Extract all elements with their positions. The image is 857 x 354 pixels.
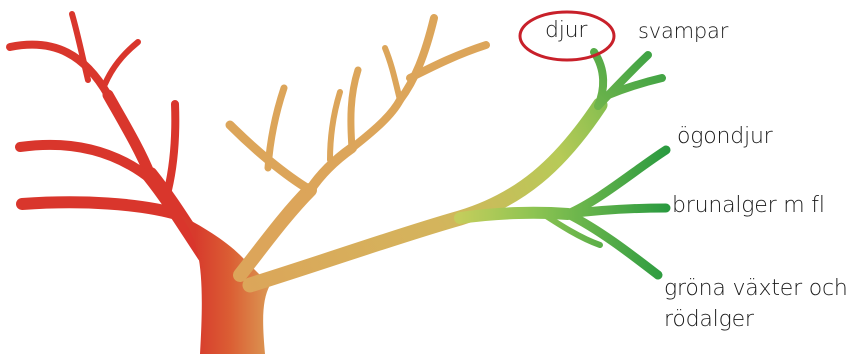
label-svampar: svampar	[638, 19, 729, 43]
upper-green-branches	[590, 48, 666, 110]
label-brunalger: brunalger m fl	[672, 193, 825, 218]
label-rodalger: rödalger	[664, 307, 754, 332]
djur-highlight-circle	[518, 10, 616, 62]
label-djur: djur	[545, 18, 588, 43]
left-branches	[6, 11, 213, 263]
lower-green-fan	[454, 145, 671, 280]
trunk	[180, 215, 270, 354]
middle-branches	[225, 14, 490, 282]
label-ogondjur: ögondjur	[677, 124, 773, 149]
label-grona-vaxter: gröna växter och	[664, 276, 848, 301]
